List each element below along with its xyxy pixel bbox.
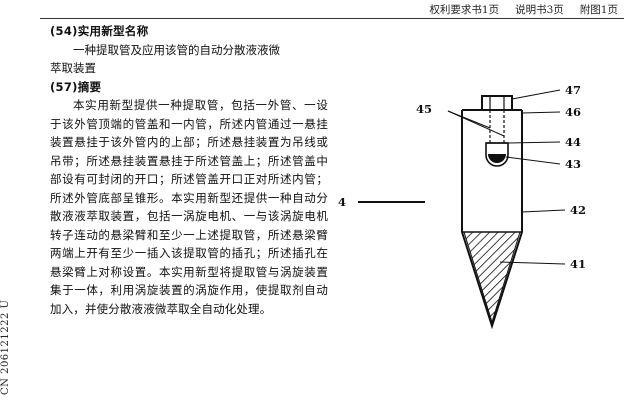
outer-tube bbox=[461, 110, 523, 330]
leader-41 bbox=[499, 261, 566, 265]
header-drawings-pages: 附图1页 bbox=[579, 3, 618, 16]
title-heading: (54)实用新型名称 bbox=[50, 24, 149, 38]
title-line-2: 萃取装置 bbox=[50, 61, 96, 75]
label-46: 46 bbox=[565, 105, 581, 119]
abstract-text: 本实用新型提供一种提取管，包括一外管、一设于该外管顶端的管盖和一内管，所述内管通… bbox=[50, 98, 328, 316]
extraction-tube-diagram: 4 47 46 45 44 43 42 41 bbox=[338, 83, 586, 330]
figure-ref-label: 4 bbox=[338, 195, 346, 209]
header-description-pages: 说明书3页 bbox=[515, 3, 564, 16]
leader-47 bbox=[511, 89, 561, 100]
title-line-1: 一种提取管及应用该管的自动分散液液微 bbox=[73, 42, 280, 57]
label-45: 45 bbox=[416, 102, 432, 116]
leader-45-b bbox=[447, 110, 505, 137]
page-header: 权利要求书1页 说明书3页 附图1页 bbox=[429, 0, 618, 18]
label-42: 42 bbox=[570, 203, 586, 217]
label-44: 44 bbox=[565, 135, 581, 149]
label-47: 47 bbox=[565, 83, 581, 97]
leader-44 bbox=[507, 141, 561, 144]
abstract-heading: (57)摘要 bbox=[50, 79, 102, 94]
inner-tube-bottom bbox=[488, 154, 506, 163]
cone-liquid bbox=[463, 231, 521, 324]
header-claims-pages: 权利要求书1页 bbox=[429, 3, 500, 16]
tube-cap bbox=[481, 95, 513, 111]
leader-42 bbox=[521, 209, 566, 213]
abstract-column: (54)实用新型名称 一种提取管及应用该管的自动分散液液微 萃取装置 (57)摘… bbox=[50, 22, 328, 318]
label-41: 41 bbox=[570, 257, 586, 271]
publication-number: CN 206121222 U bbox=[0, 299, 11, 395]
label-43: 43 bbox=[565, 157, 581, 171]
leader-46 bbox=[521, 111, 561, 114]
header-rule bbox=[40, 18, 624, 19]
leader-43 bbox=[505, 156, 561, 165]
